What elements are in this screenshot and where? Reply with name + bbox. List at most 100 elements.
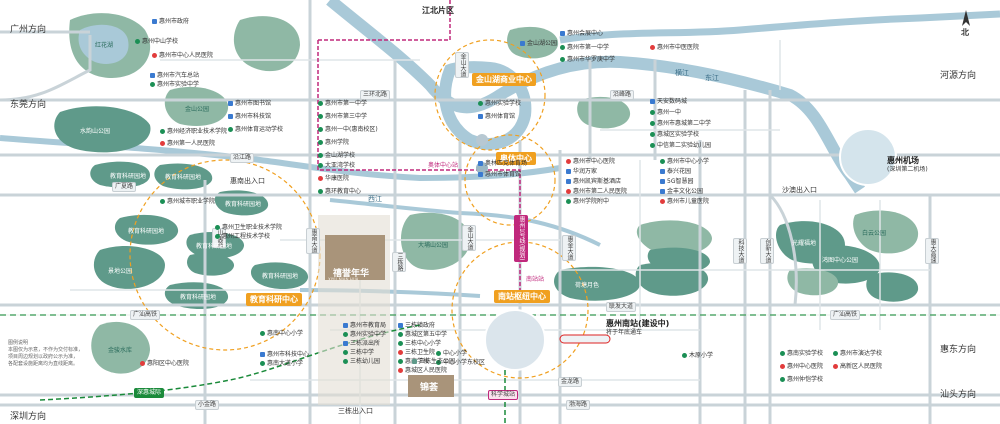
poi-label: 惠州学院附中 <box>573 198 610 205</box>
hospital-icon <box>160 141 165 146</box>
direction-heyuan: 河源方向 <box>940 71 977 81</box>
poi-se-row-1: 惠南实验学校 惠州市演达学校 <box>780 350 930 357</box>
poi-label: 金丰文化公园 <box>667 188 704 195</box>
poi-south-3: 三栋卫生院 <box>398 349 498 356</box>
road-label-xiaojin: 小金路 <box>195 400 220 410</box>
park-label-shuiku: 金骏水库 <box>108 347 133 354</box>
park-icon <box>412 359 417 364</box>
project-name: 禧誉年华 <box>333 269 370 279</box>
poi-label: 5G智慧园 <box>667 178 694 185</box>
school-icon <box>343 359 348 364</box>
school-icon <box>398 332 403 337</box>
school-icon <box>160 129 165 134</box>
jinshan-lake <box>439 61 532 150</box>
poi-label: 惠州市第三中学 <box>325 113 368 120</box>
road-label-guangshan-east: 广汕高铁 <box>830 310 861 320</box>
poi-center-11: 惠州市体育馆 <box>478 171 598 178</box>
poi-label: 惠州市儿童医院 <box>667 198 710 205</box>
school-icon <box>398 341 403 346</box>
ring-jinshanhu <box>434 39 546 151</box>
school-icon <box>160 199 165 204</box>
kexue-station: 科学城站 <box>488 390 519 400</box>
commerce-icon <box>260 352 265 357</box>
poi-right-12: 5G智慧园 <box>660 178 740 185</box>
poi-label: 惠州市政府 <box>159 18 190 25</box>
poi-label: 惠州仲恺学校 <box>787 376 824 383</box>
poi-se-list: 惠南实验学校 惠州市演达学校 惠州中心医院 高新区人民医院 惠州仲恺学校 <box>780 350 930 383</box>
school-icon <box>318 189 323 194</box>
school-icon <box>343 350 348 355</box>
metro-line-label: 惠州1号线(规划) <box>514 215 528 262</box>
poi-label: 惠州市汽车总站 <box>157 72 200 79</box>
direction-dongguan: 东莞方向 <box>10 100 47 110</box>
park-jinshan <box>164 86 229 126</box>
park-west-7 <box>250 262 309 290</box>
metro-line-1 <box>318 0 451 41</box>
commerce-icon <box>560 31 565 36</box>
legend-title: 图例说明 <box>8 340 29 346</box>
road-label-chuangxin: 创新大道 <box>760 238 774 264</box>
poi-south-1: 惠城区第五中学 <box>398 331 498 338</box>
map-legend: 图例说明 本图仅为示意，不作为交付标准， 项目周边规划以政府公示为准， 各配套设… <box>8 340 88 368</box>
poi-label: 惠州市第一中学 <box>325 100 368 107</box>
school-icon <box>318 101 323 106</box>
poi-right-0: 天安数码城 <box>650 98 760 105</box>
south-station-name: 惠州南站(建设中) <box>606 319 670 328</box>
poi-top-7: 惠州会展中心 <box>560 30 603 37</box>
poi-center-0: 惠州市第一中学 <box>318 100 458 107</box>
school-icon <box>215 225 220 230</box>
road-label-guangshan: 广汕高铁 <box>130 310 161 320</box>
poi-label: 惠州工程技术学校 <box>222 233 271 240</box>
compass-north: 北 <box>961 28 969 37</box>
hub-titi: 奥体中心 <box>496 152 536 165</box>
commerce-icon <box>152 19 157 24</box>
poi-right-14: 惠州市儿童医院 <box>660 198 740 205</box>
park-label-jinshan: 金山公园 <box>185 106 210 113</box>
poi-center-1: 惠州市第三中学 <box>318 113 458 120</box>
poi-label: 华润万家 <box>573 168 598 175</box>
poi-label: 惠州市演达学校 <box>839 350 882 357</box>
commerce-icon <box>566 179 571 184</box>
metro-station-2: 南站站 <box>526 276 545 283</box>
school-icon <box>650 143 655 148</box>
poi-label: 惠州市实验中学 <box>157 81 200 88</box>
poi-center-8: 惠州实验学校 <box>478 100 598 107</box>
commerce-icon <box>520 41 525 46</box>
poi-right-list-3: 惠州市中心小学 泰兴花园 5G智慧园 金丰文化公园 惠州市儿童医院 <box>660 158 740 205</box>
compass-arrow <box>962 10 970 26</box>
hospital-icon <box>398 350 403 355</box>
hospital-icon <box>566 189 571 194</box>
park-east-2 <box>647 247 710 273</box>
poi-label: 惠州市第一中学 <box>567 44 610 51</box>
ring-road <box>0 35 92 102</box>
school-icon <box>398 359 403 364</box>
poi-label: 惠州市科技中心 <box>267 351 310 358</box>
poi-label: 惠城区第五中学 <box>405 331 448 338</box>
poi-top-8: 惠州市中医医院 <box>650 44 699 51</box>
park-west-3 <box>214 190 269 216</box>
poi-label: 高新区人民医院 <box>839 363 882 370</box>
poi-west-5: 惠州第一人民医院 <box>160 140 215 147</box>
park-west-2 <box>154 163 213 190</box>
park-west-1 <box>90 161 150 188</box>
park-top-right <box>507 26 559 59</box>
poi-top-9: 惠州市华罗庚中学 <box>560 56 615 63</box>
hospital-icon <box>566 159 571 164</box>
poi-label: 惠州市教育局 <box>350 322 387 329</box>
park-west-9 <box>187 253 235 276</box>
poi-center-7: 惠环教育中心 <box>318 188 458 195</box>
poi-label: 惠州市中心人民医院 <box>159 52 214 59</box>
school-icon <box>650 110 655 115</box>
poi-label: 惠州一中 <box>657 109 682 116</box>
poi-label: 惠南中心小学 <box>267 330 304 337</box>
school-icon <box>318 127 323 132</box>
poi-top-0: 惠州市政府 <box>152 18 189 25</box>
exit-sanxing: 三栋出入口 <box>338 407 373 415</box>
poi-west-list: 惠州卫生职业技术学院 惠州工程技术学校 <box>215 224 310 240</box>
road-label-huinan: 惠南大道 <box>306 228 320 254</box>
commerce-icon <box>343 341 348 346</box>
jinyi-name: 锦荟 <box>420 383 439 393</box>
poi-label: 惠州经济职业技术学院 <box>167 128 228 135</box>
poi-label: 三栋生态公园 <box>419 358 456 365</box>
commerce-icon <box>228 101 233 106</box>
